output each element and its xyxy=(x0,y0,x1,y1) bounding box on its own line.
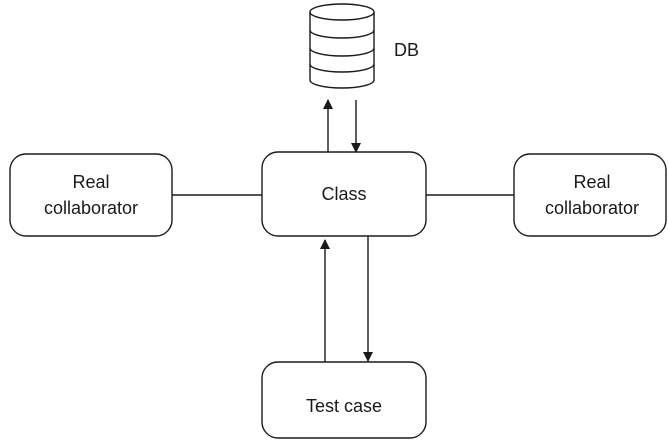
node-left-real-collaborator: Real collaborator xyxy=(9,153,173,237)
node-label-line: Real xyxy=(72,172,109,192)
node-label-line: collaborator xyxy=(44,198,138,218)
node-label-line: collaborator xyxy=(545,198,639,218)
node-class: Class xyxy=(261,151,427,237)
node-right-real-collaborator: Real collaborator xyxy=(513,153,667,237)
node-label-line: Real xyxy=(573,172,610,192)
node-test-case: Test case xyxy=(261,361,427,439)
database-icon xyxy=(309,3,375,89)
db-label: DB xyxy=(394,40,419,60)
node-label-line: Class xyxy=(321,184,366,204)
node-label-line: Test case xyxy=(306,396,382,416)
